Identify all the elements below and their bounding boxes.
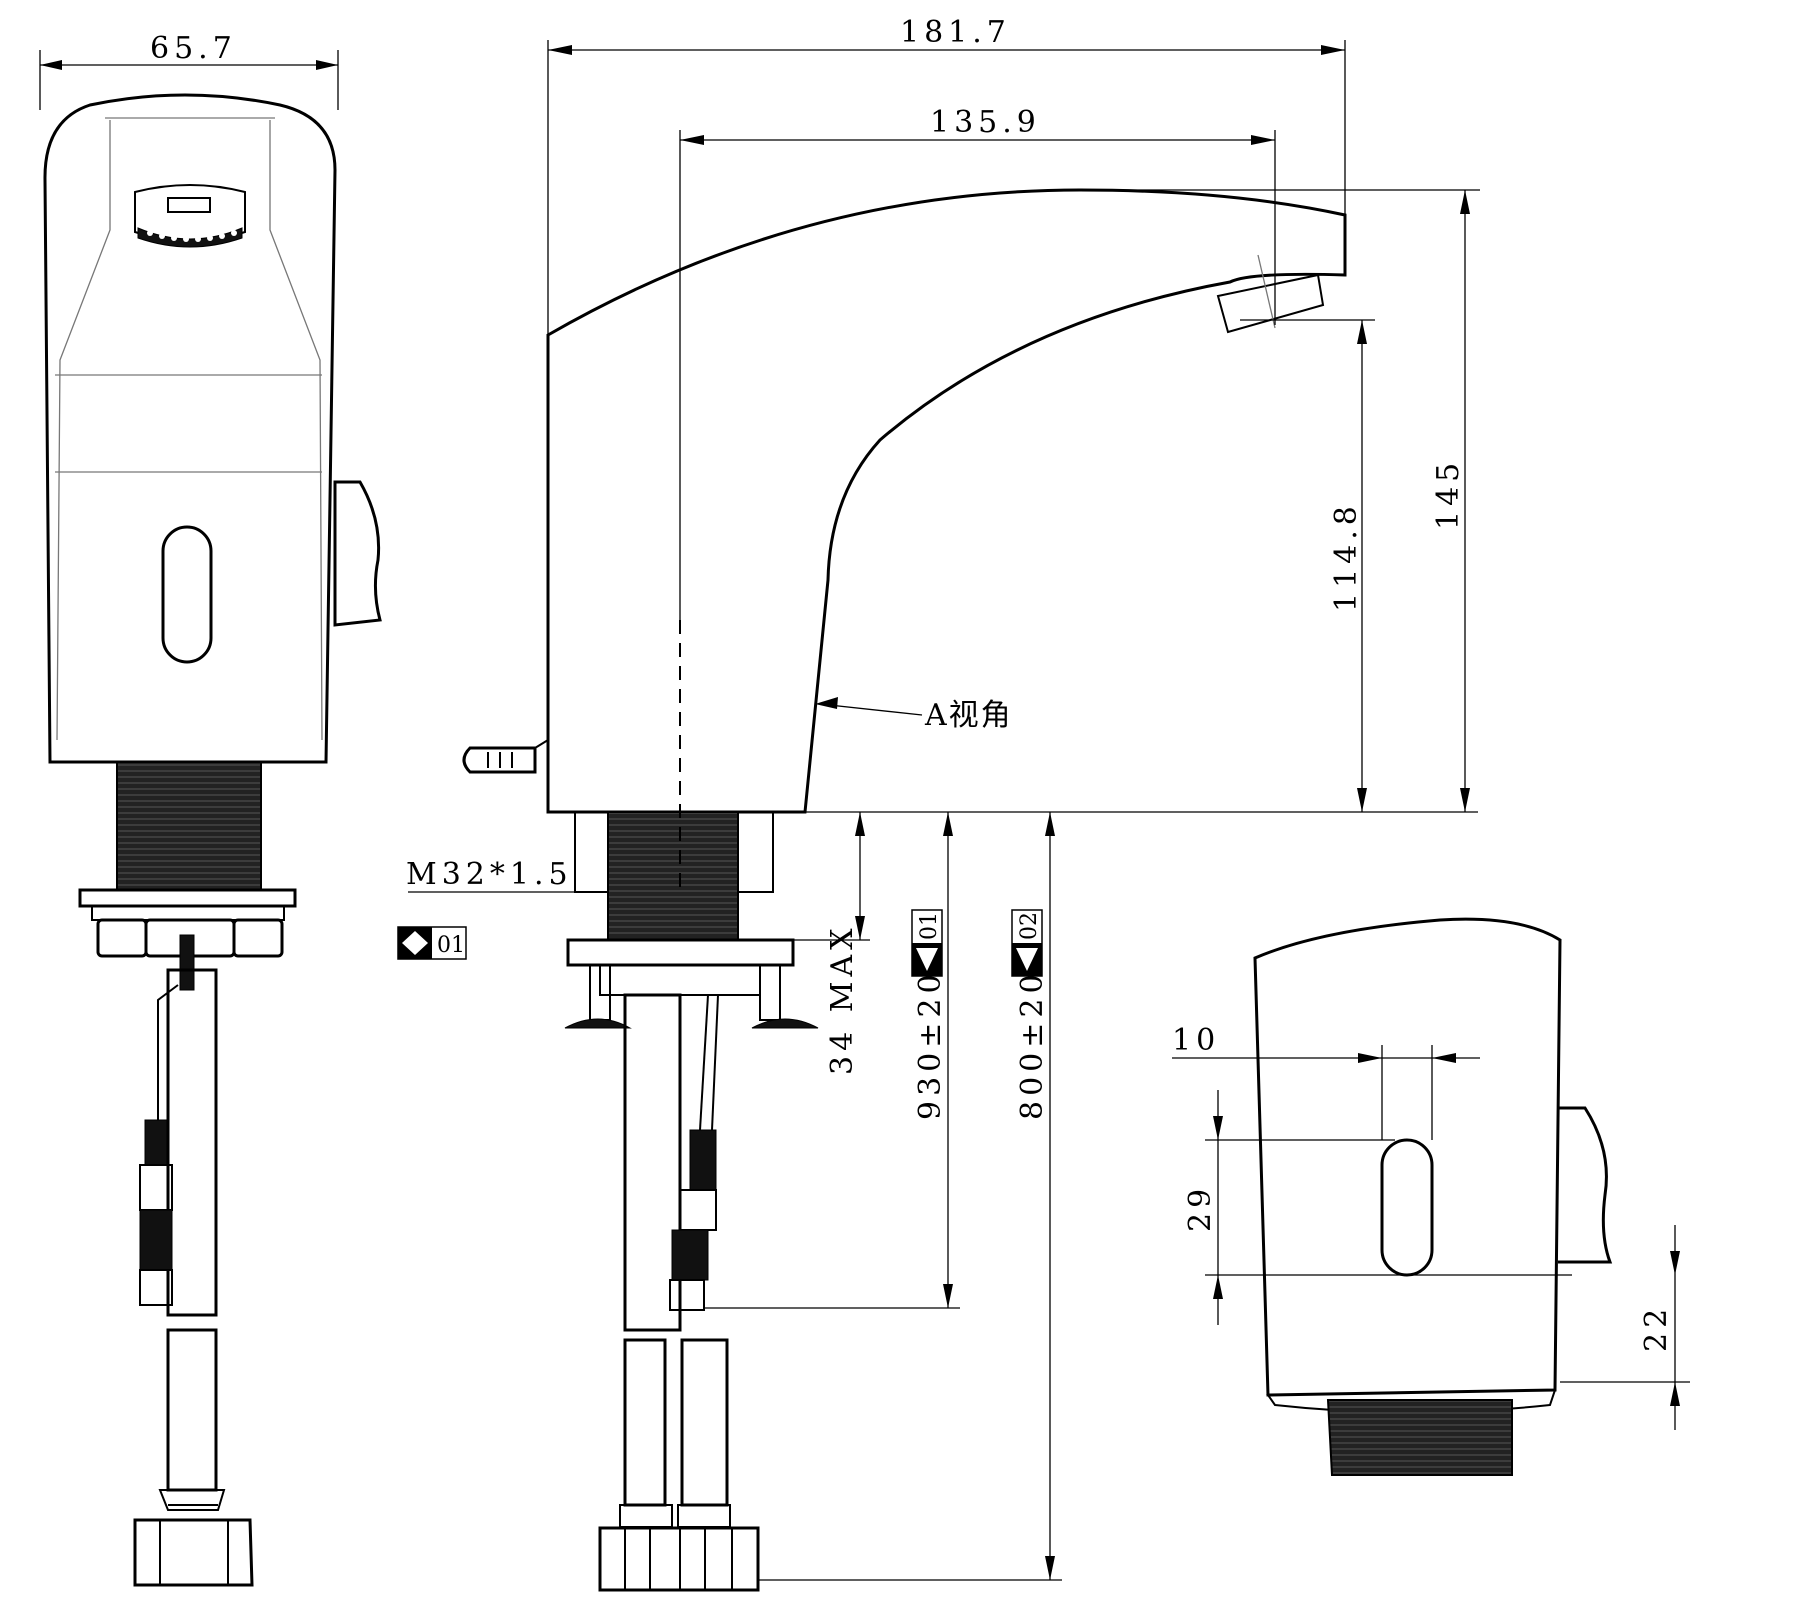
dim-total-height: 145 xyxy=(1431,458,1466,530)
tag-triangle-02: 02 xyxy=(1011,909,1043,977)
dim-max-deck: 34 MAX xyxy=(825,924,860,1075)
dim-hose-length-2: 800±20 xyxy=(1015,969,1050,1120)
side-view xyxy=(462,188,1347,1592)
dim-spout-reach: 135.9 xyxy=(930,105,1041,140)
side-button-icon xyxy=(462,739,549,774)
dim-sensor-offset: 22 xyxy=(1639,1304,1674,1352)
dim-sensor-height: 29 xyxy=(1183,1184,1218,1232)
dim-hose-length-1: 930±20 xyxy=(913,969,948,1120)
sensor-window-icon xyxy=(161,525,213,664)
dim-thread: M32*1.5 xyxy=(406,857,573,892)
front-view xyxy=(43,93,382,1587)
tag-01-text: 01 xyxy=(437,933,465,958)
dim-outlet-height: 114.8 xyxy=(1329,501,1364,612)
view-a xyxy=(1253,917,1613,1476)
connector-icon xyxy=(139,1119,173,1306)
dim-overall-length: 181.7 xyxy=(900,15,1011,50)
view-a-label: A视角 xyxy=(924,698,1013,733)
connector-icon xyxy=(669,1129,717,1311)
tag-diamond-01: 01 xyxy=(397,926,467,960)
aerator-icon xyxy=(134,184,246,248)
sensor-window-icon xyxy=(1380,1138,1434,1277)
tag-01-text: 01 xyxy=(917,912,942,940)
tag-triangle-01: 01 xyxy=(911,909,943,977)
tag-02-text: 02 xyxy=(1017,912,1042,940)
dim-front-width: 65.7 xyxy=(150,31,237,66)
dimension-lines xyxy=(39,40,1690,1581)
dim-sensor-width: 10 xyxy=(1172,1023,1220,1058)
